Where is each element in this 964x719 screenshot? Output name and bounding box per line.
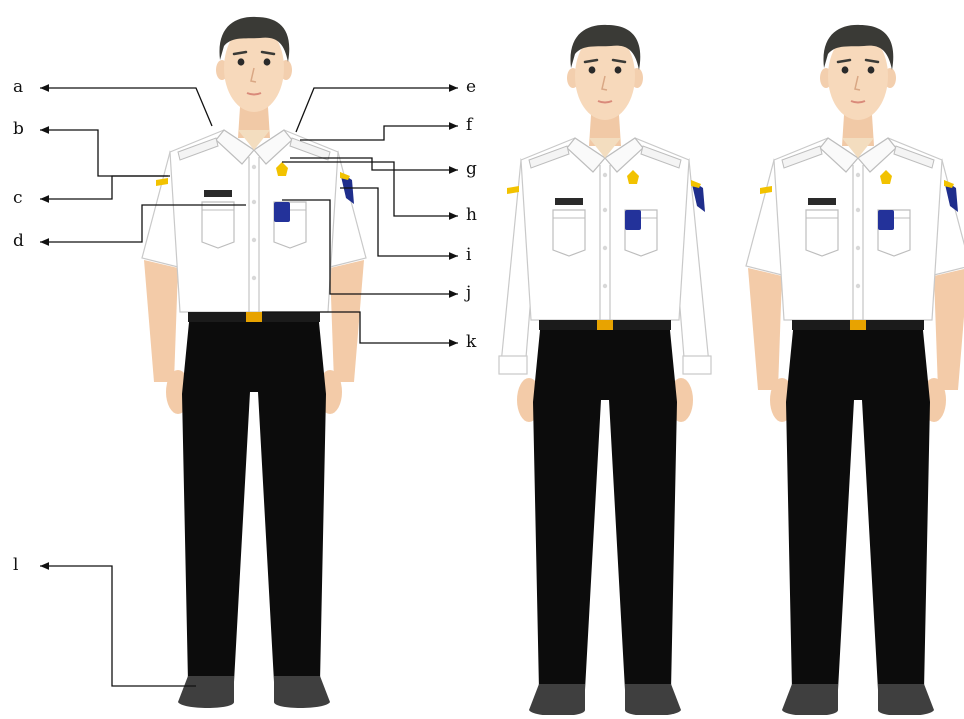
label-f: f bbox=[466, 117, 472, 134]
label-c: c bbox=[13, 190, 23, 207]
label-g: g bbox=[466, 161, 477, 178]
figure-long-sleeve bbox=[499, 25, 711, 715]
figure-short-sleeve bbox=[746, 25, 964, 715]
label-a: a bbox=[13, 79, 23, 96]
label-l: l bbox=[13, 557, 18, 574]
label-k: k bbox=[466, 334, 476, 351]
label-d: d bbox=[13, 233, 24, 250]
label-j: j bbox=[466, 285, 471, 302]
label-b: b bbox=[13, 121, 24, 138]
figure-labelled-short-sleeve bbox=[142, 17, 366, 708]
label-i: i bbox=[466, 247, 471, 264]
label-e: e bbox=[466, 79, 476, 96]
label-h: h bbox=[466, 207, 477, 224]
